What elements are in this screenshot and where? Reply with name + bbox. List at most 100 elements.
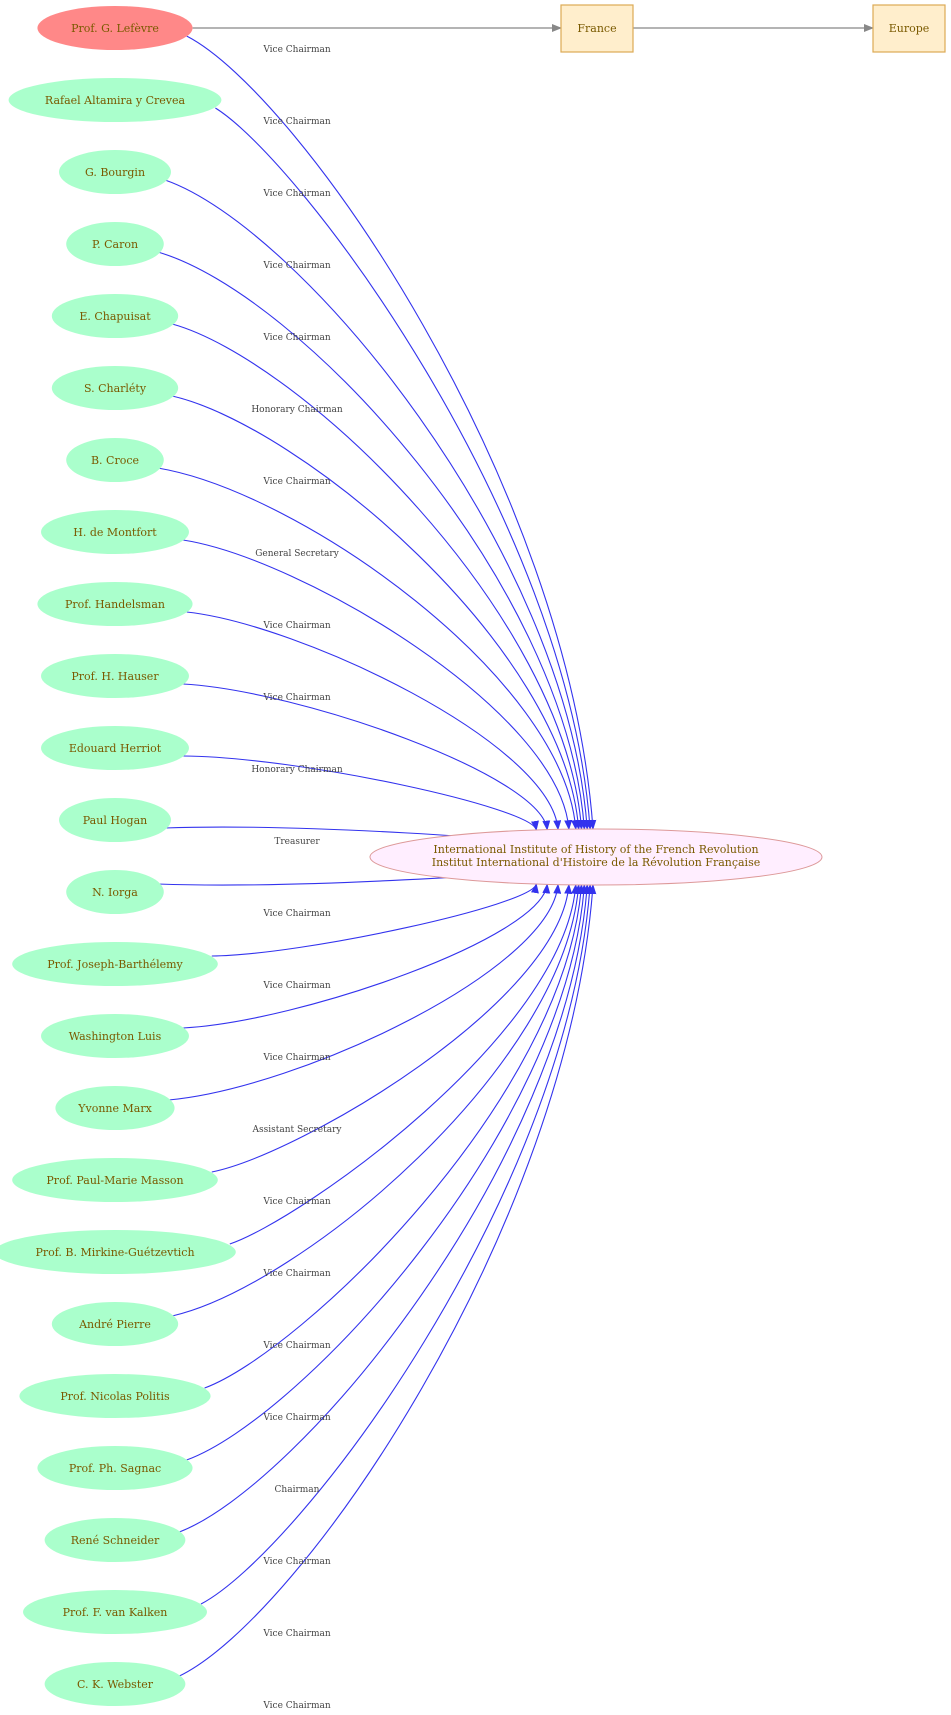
person-shape xyxy=(66,438,164,482)
edge-label-prof-f-van-kalken: Vice Chairman xyxy=(262,1629,331,1639)
place-node-europe[interactable]: Europe xyxy=(872,4,946,53)
edge-label-b-croce: Vice Chairman xyxy=(262,477,331,487)
person-node-edouard-herriot[interactable]: Edouard Herriot xyxy=(41,726,189,770)
edge-label-paul-hogan: Treasurer xyxy=(274,837,320,847)
person-node-e-chapuisat[interactable]: E. Chapuisat xyxy=(51,294,179,338)
edge-label-h-de-montfort: General Secretary xyxy=(255,549,339,559)
person-node-rafael-altamira-y-crevea[interactable]: Rafael Altamira y Crevea xyxy=(8,78,222,122)
person-node-andre-pierre[interactable]: André Pierre xyxy=(51,1302,179,1346)
edge-label-g-bourgin: Vice Chairman xyxy=(262,189,331,199)
person-name: Paul Hogan xyxy=(83,814,147,827)
person-node-b-croce[interactable]: B. Croce xyxy=(66,438,164,482)
person-shape xyxy=(41,654,189,698)
person-name: Rafael Altamira y Crevea xyxy=(45,94,186,107)
person-node-prof-g-lefevre[interactable]: Prof. G. Lefèvre xyxy=(37,6,193,50)
edge-label-rene-schneider: Vice Chairman xyxy=(262,1557,331,1567)
person-shape xyxy=(66,222,164,266)
edge-label-washington-luis: Vice Chairman xyxy=(262,1053,331,1063)
person-node-prof-joseph-barthelemy[interactable]: Prof. Joseph-Barthélemy xyxy=(12,942,218,986)
organization-node[interactable]: International Institute of History of th… xyxy=(369,828,823,886)
person-shape xyxy=(8,78,222,122)
person-shape xyxy=(55,1086,175,1130)
person-shape xyxy=(23,1590,207,1634)
place-shape xyxy=(872,4,946,53)
person-shape xyxy=(41,726,189,770)
person-name: André Pierre xyxy=(78,1318,151,1331)
person-name: Prof. Joseph-Barthélemy xyxy=(47,958,183,971)
person-name: E. Chapuisat xyxy=(79,310,151,323)
person-shape xyxy=(51,366,179,410)
person-node-prof-ph-sagnac[interactable]: Prof. Ph. Sagnac xyxy=(37,1446,193,1490)
person-node-p-caron[interactable]: P. Caron xyxy=(66,222,164,266)
person-node-prof-b-mirkine-guetzevtich[interactable]: Prof. B. Mirkine-Guétzevtich xyxy=(0,1230,236,1274)
edge-edouard-herriot xyxy=(182,755,539,831)
edge-label-n-iorga: Vice Chairman xyxy=(262,909,331,919)
edge-b-croce xyxy=(157,467,580,831)
edge-g-bourgin xyxy=(164,179,591,831)
person-node-washington-luis[interactable]: Washington Luis xyxy=(41,1014,189,1058)
person-node-h-de-montfort[interactable]: H. de Montfort xyxy=(41,510,189,554)
edge-rafael-altamira-y-crevea xyxy=(215,107,594,831)
person-shape xyxy=(41,510,189,554)
person-node-n-iorga[interactable]: N. Iorga xyxy=(66,870,164,914)
person-node-prof-f-van-kalken[interactable]: Prof. F. van Kalken xyxy=(23,1590,207,1634)
edge-prof-joseph-barthelemy xyxy=(211,883,539,957)
person-node-yvonne-marx[interactable]: Yvonne Marx xyxy=(55,1086,175,1130)
edge-prof-h-hauser xyxy=(182,683,551,831)
edge-label-c-k-webster: Vice Chairman xyxy=(262,1701,331,1711)
person-node-prof-handelsman[interactable]: Prof. Handelsman xyxy=(37,582,193,626)
person-node-paul-hogan[interactable]: Paul Hogan xyxy=(59,798,171,842)
person-node-prof-paul-marie-masson[interactable]: Prof. Paul-Marie Masson xyxy=(12,1158,218,1202)
person-name: Prof. Paul-Marie Masson xyxy=(46,1174,183,1187)
person-name: S. Charléty xyxy=(84,382,147,395)
edge-label-yvonne-marx: Assistant Secretary xyxy=(251,1125,342,1135)
person-shape xyxy=(37,582,193,626)
edge-prof-g-lefevre xyxy=(186,35,597,830)
person-shape xyxy=(66,870,164,914)
person-name: Prof. F. van Kalken xyxy=(63,1606,168,1619)
person-node-g-bourgin[interactable]: G. Bourgin xyxy=(59,150,171,194)
edge-label-prof-g-lefevre: Vice Chairman xyxy=(262,45,331,55)
place-node-france[interactable]: France xyxy=(560,4,634,53)
person-shape xyxy=(0,1230,236,1274)
person-name: René Schneider xyxy=(71,1534,160,1547)
person-shape xyxy=(37,6,193,50)
person-shape xyxy=(51,294,179,338)
person-shape xyxy=(41,1014,189,1058)
organization-name-en: International Institute of History of th… xyxy=(433,843,758,856)
edge-label-s-charlety: Honorary Chairman xyxy=(251,405,343,415)
organization-name-fr: Institut International d'Histoire de la … xyxy=(432,856,760,869)
edge-andre-pierre xyxy=(172,883,582,1317)
edge-rene-schneider xyxy=(179,883,591,1533)
person-name: Prof. B. Mirkine-Guétzevtich xyxy=(35,1246,194,1259)
person-node-prof-h-hauser[interactable]: Prof. H. Hauser xyxy=(41,654,189,698)
edge-label-prof-b-mirkine-guetzevtich: Vice Chairman xyxy=(262,1269,331,1279)
person-node-s-charlety[interactable]: S. Charléty xyxy=(51,366,179,410)
edge-p-caron xyxy=(157,251,588,831)
edge-prof-paul-marie-masson xyxy=(211,883,573,1173)
person-name: Prof. Handelsman xyxy=(65,598,165,611)
person-name: C. K. Webster xyxy=(77,1678,154,1691)
person-node-c-k-webster[interactable]: C. K. Webster xyxy=(44,1662,186,1706)
person-name: Prof. Nicolas Politis xyxy=(60,1390,170,1403)
edge-label-prof-nicolas-politis: Vice Chairman xyxy=(262,1413,331,1423)
person-shape xyxy=(19,1374,211,1418)
place-shape xyxy=(560,4,634,53)
person-name: Prof. G. Lefèvre xyxy=(71,22,159,35)
edge-label-prof-h-hauser: Vice Chairman xyxy=(262,693,331,703)
person-node-rene-schneider[interactable]: René Schneider xyxy=(44,1518,186,1562)
edge-h-de-montfort xyxy=(182,539,573,831)
place-name: Europe xyxy=(889,22,930,35)
person-shape xyxy=(37,1446,193,1490)
edge-label-edouard-herriot: Honorary Chairman xyxy=(251,765,343,775)
node-layer: International Institute of History of th… xyxy=(0,4,946,1706)
person-name: P. Caron xyxy=(92,238,138,251)
edge-label-andre-pierre: Vice Chairman xyxy=(262,1341,331,1351)
edge-prof-ph-sagnac xyxy=(186,883,588,1461)
person-name: G. Bourgin xyxy=(85,166,145,179)
edge-s-charlety xyxy=(172,395,582,831)
edge-prof-b-mirkine-guetzevtich xyxy=(229,883,580,1245)
person-name: B. Croce xyxy=(91,454,139,467)
person-node-prof-nicolas-politis[interactable]: Prof. Nicolas Politis xyxy=(19,1374,211,1418)
